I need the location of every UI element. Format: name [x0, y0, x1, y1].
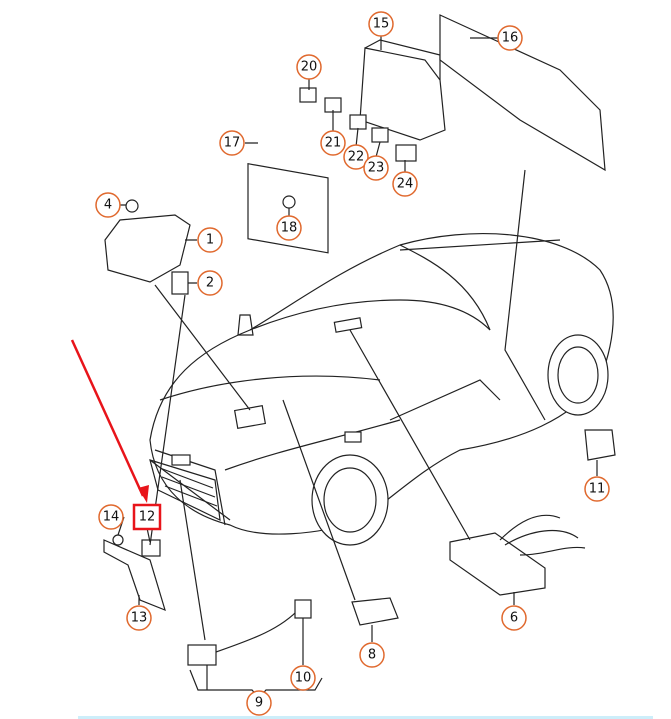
svg-text:4: 4: [104, 198, 112, 213]
switch-11: [584, 429, 616, 461]
sensor-pad-roof: [333, 317, 363, 333]
svg-text:2: 2: [206, 276, 214, 291]
callout-22[interactable]: 22: [343, 144, 369, 170]
mirror: [237, 314, 254, 336]
callout-12-highlighted[interactable]: 12: [132, 503, 162, 531]
svg-text:14: 14: [103, 510, 120, 525]
callout-23[interactable]: 23: [363, 155, 389, 181]
callout-16[interactable]: 16: [497, 25, 523, 51]
svg-text:10: 10: [295, 671, 312, 686]
rear-wheel: [547, 334, 609, 416]
svg-text:11: 11: [589, 482, 606, 497]
callout-8[interactable]: 8: [359, 642, 385, 668]
svg-text:6: 6: [510, 611, 518, 626]
antenna-module-6: [449, 514, 586, 596]
callout-15[interactable]: 15: [368, 11, 394, 37]
svg-text:21: 21: [325, 136, 342, 151]
callout-18[interactable]: 18: [276, 215, 302, 241]
switch-8: [351, 597, 399, 626]
callout-24[interactable]: 24: [392, 171, 418, 197]
svg-text:23: 23: [368, 161, 385, 176]
callout-13[interactable]: 13: [126, 605, 152, 631]
svg-text:1: 1: [206, 233, 214, 248]
svg-text:12: 12: [139, 510, 156, 525]
callout-4[interactable]: 4: [95, 192, 121, 218]
clip-2: [171, 271, 189, 295]
svg-text:8: 8: [368, 648, 376, 663]
callout-2[interactable]: 2: [197, 270, 223, 296]
sensor-12: [141, 539, 161, 557]
svg-text:18: 18: [281, 221, 298, 236]
wiring-harness-10: [187, 599, 312, 666]
nut-4: [125, 199, 139, 213]
svg-text:24: 24: [397, 177, 414, 192]
nut-14: [112, 534, 124, 546]
callout-1[interactable]: 1: [197, 227, 223, 253]
callout-20[interactable]: 20: [296, 54, 322, 80]
callout-9[interactable]: 9: [246, 690, 272, 716]
bracket-13: [103, 539, 166, 612]
callout-17[interactable]: 17: [219, 130, 245, 156]
svg-text:22: 22: [348, 150, 365, 165]
control-module-15: [359, 39, 446, 141]
callout-21[interactable]: 21: [320, 130, 346, 156]
front-grille: [149, 459, 221, 522]
car-illustration: [149, 233, 614, 546]
leader-lines: [117, 34, 598, 699]
bracket-16: [439, 14, 606, 172]
svg-text:20: 20: [301, 60, 318, 75]
svg-text:13: 13: [131, 611, 148, 626]
cover-1: [104, 214, 191, 283]
bottom-divider: [78, 716, 653, 719]
callout-10[interactable]: 10: [290, 665, 316, 691]
front-wheel: [311, 454, 389, 546]
svg-text:17: 17: [224, 136, 241, 151]
nut-18: [282, 195, 296, 209]
callout-14[interactable]: 14: [98, 504, 124, 530]
callout-11[interactable]: 11: [584, 476, 610, 502]
svg-text:16: 16: [502, 31, 519, 46]
highlight-arrow: [70, 339, 149, 503]
callout-6[interactable]: 6: [501, 605, 527, 631]
sensor-pad-side: [344, 431, 362, 443]
svg-text:15: 15: [373, 17, 390, 32]
sensor-grille: [171, 454, 191, 466]
svg-text:9: 9: [255, 696, 263, 711]
